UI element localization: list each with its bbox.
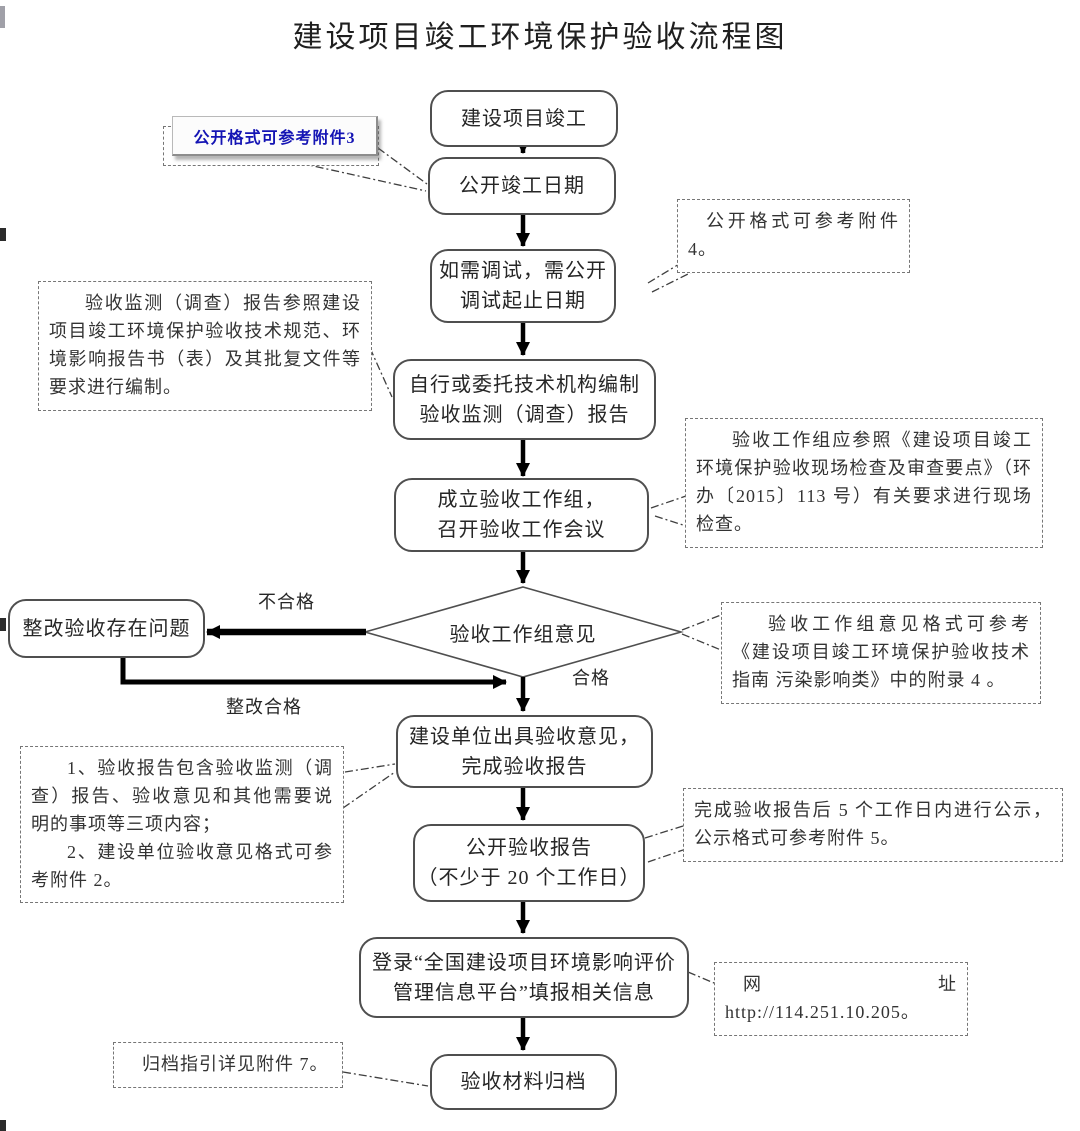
callout-archive-guide: 归档指引详见附件 7。 — [113, 1042, 343, 1088]
node-remediation: 整改验收存在问题 — [8, 599, 205, 658]
node-label: 成立验收工作组， — [437, 489, 606, 511]
callout-publicity: 完成验收报告后 5 个工作日内进行公示，公示格式可参考附件 5。 — [683, 788, 1063, 862]
node-label: 调试起止日期 — [460, 290, 586, 312]
node-label: 召开验收工作会议 — [437, 519, 606, 541]
scan-artifacts — [0, 6, 6, 1131]
node-debug-dates: 如需调试，需公开 调试起止日期 — [430, 249, 616, 323]
conn-attachment3-b — [299, 162, 427, 192]
callout-attachment4: 公开格式可参考附件 4。 — [677, 199, 910, 273]
callout-report-contents: 1、验收报告包含验收监测（调查）报告、验收意见和其他需要说明的事项等三项内容； … — [20, 746, 344, 904]
node-issue-opinion: 建设单位出具验收意见， 完成验收报告 — [396, 715, 653, 788]
node-archive-material: 验收材料归档 — [430, 1054, 617, 1110]
arrow-rectified — [120, 658, 507, 689]
node-label: 验收监测（调查）报告 — [419, 403, 630, 426]
conn-archive-guide — [342, 1071, 429, 1087]
callout-opinion-format: 验收工作组意见格式可参考《建设项目竣工环境保护验收技术指南 污染影响类》中的附录… — [721, 602, 1041, 704]
node-label: （不少于 20 个工作日） — [417, 867, 641, 889]
conn-site-check-b — [654, 515, 687, 527]
conn-site-check-a — [650, 495, 687, 509]
conn-report-contents-a — [344, 763, 396, 773]
callout-text: 公开格式可参考附件3 — [193, 129, 356, 147]
node-label: 公开竣工日期 — [459, 175, 585, 197]
conn-opinion-format-b — [681, 633, 722, 651]
page-title: 建设项目竣工环境保护验收流程图 — [292, 21, 788, 54]
node-login-platform: 登录“全国建设项目环境影响评价 管理信息平台”填报相关信息 — [359, 937, 689, 1018]
callout-website: 网址 http://114.251.10.205。 — [714, 962, 968, 1036]
callout-site-check: 验收工作组应参照《建设项目竣工环境保护验收现场检查及审查要点》（环办〔2015〕… — [685, 418, 1043, 548]
node-label: 整改验收存在问题 — [22, 617, 191, 640]
conn-publicity-b — [647, 849, 684, 863]
node-label: 建设项目竣工 — [461, 107, 587, 130]
node-prepare-report: 自行或委托技术机构编制 验收监测（调查）报告 — [393, 359, 656, 440]
conn-attachment3-a — [377, 147, 428, 185]
conn-publicity-a — [644, 825, 684, 839]
flow-arrows — [120, 140, 530, 1051]
callout-attachment3: 公开格式可参考附件3 — [172, 116, 378, 156]
callout-monitoring-report-basis: 验收监测（调查）报告参照建设项目竣工环境保护验收技术规范、环境影响报告书（表）及… — [38, 281, 372, 411]
conn-monitoring-report — [369, 347, 393, 398]
callout-item: 2、建设单位验收意见格式可参考附件 2。 — [31, 841, 333, 890]
callout-item: 1、验收报告包含验收监测（调查）报告、验收意见和其他需要说明的事项等三项内容； — [31, 758, 333, 834]
decision-label: 验收工作组意见 — [449, 624, 597, 646]
node-label: 公开验收报告 — [466, 837, 592, 859]
node-label: 验收材料归档 — [460, 1071, 587, 1093]
conn-report-contents-b — [342, 771, 396, 809]
node-label: 如需调试，需公开 — [439, 260, 607, 282]
node-label: 登录“全国建设项目环境影响评价 — [372, 951, 676, 974]
node-label: 建设单位出具验收意见， — [409, 725, 640, 748]
node-label: 自行或委托技术机构编制 — [409, 373, 640, 396]
node-publish-completion-date: 公开竣工日期 — [428, 157, 616, 215]
node-label: 管理信息平台”填报相关信息 — [393, 981, 655, 1004]
edge-label-pass: 合格 — [572, 668, 610, 688]
node-publish-report: 公开验收报告 （不少于 20 个工作日） — [413, 824, 645, 902]
conn-website — [687, 971, 715, 984]
conn-opinion-format-a — [681, 614, 722, 631]
edge-label-rectified: 整改合格 — [226, 697, 302, 717]
edge-label-fail: 不合格 — [258, 592, 315, 612]
node-setup-workgroup: 成立验收工作组， 召开验收工作会议 — [394, 478, 649, 552]
node-label: 完成验收报告 — [461, 755, 588, 778]
node-project-completion: 建设项目竣工 — [430, 90, 618, 147]
